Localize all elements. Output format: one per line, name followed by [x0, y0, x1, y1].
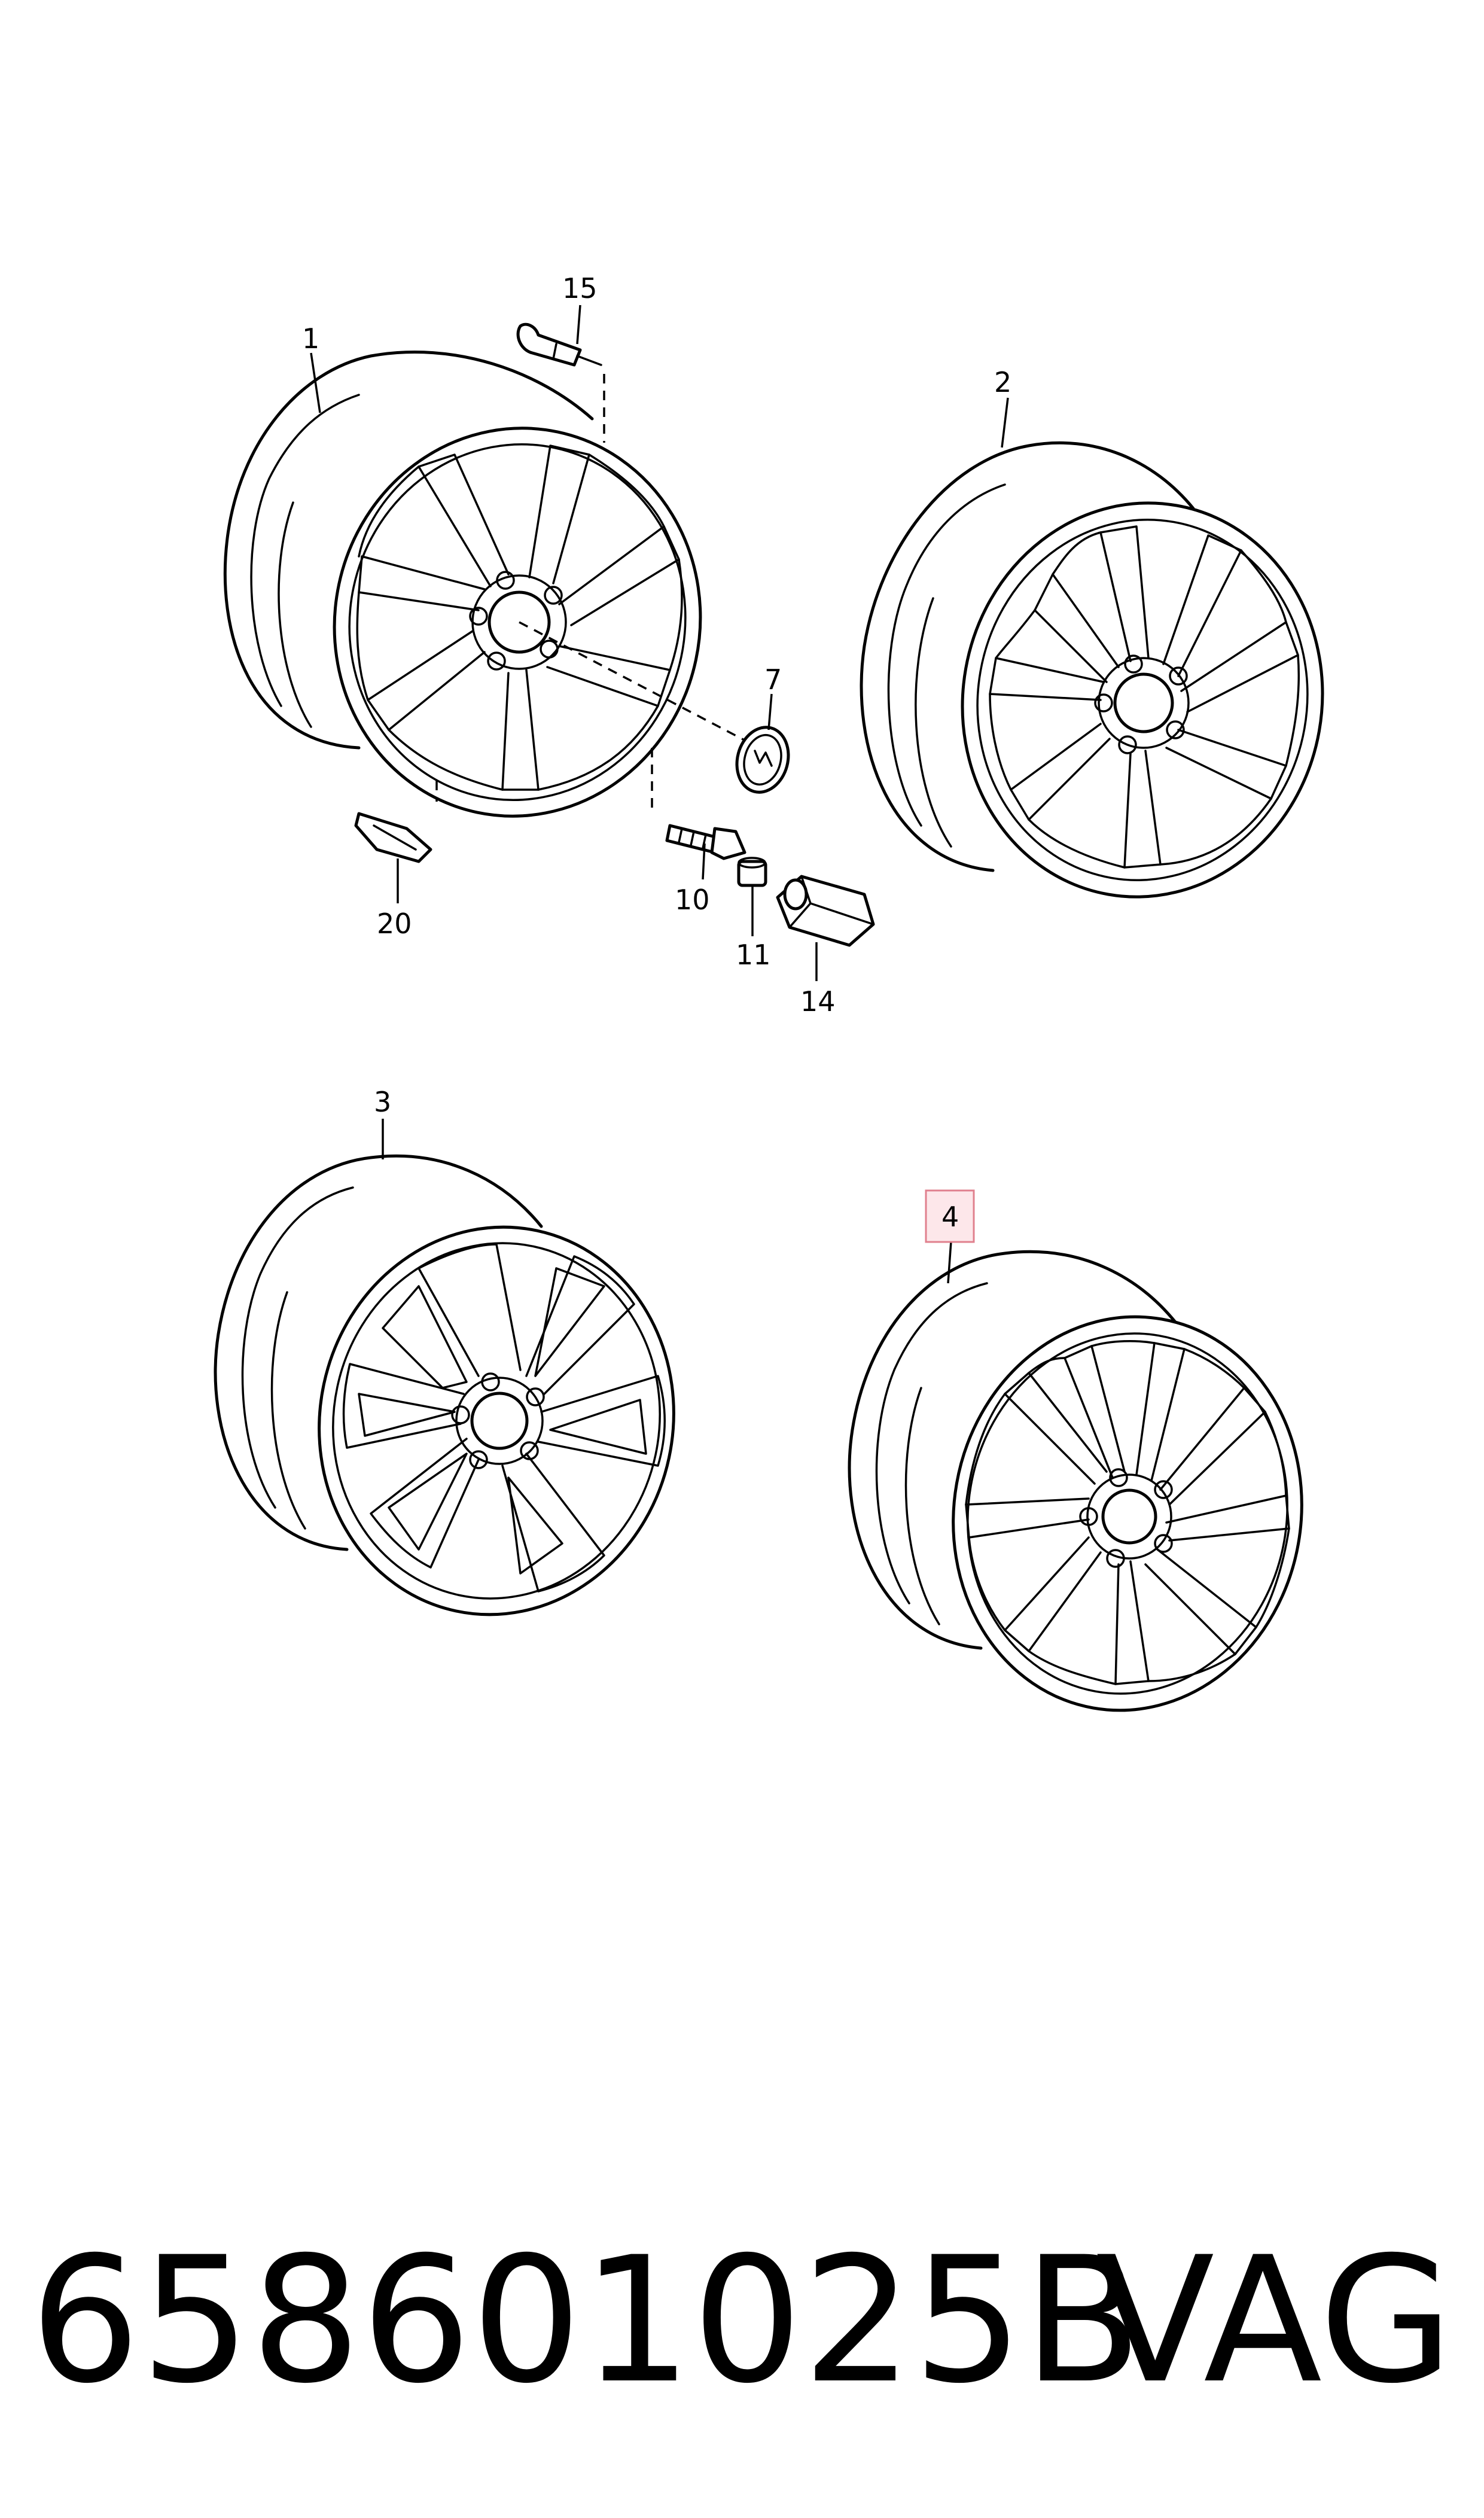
wheel-2[interactable] — [860, 441, 1354, 925]
balance-weight-20[interactable] — [354, 812, 432, 863]
callout-3[interactable]: 3 — [374, 1086, 391, 1118]
callout-4[interactable]: 4 — [941, 1201, 959, 1233]
callout-2[interactable]: 2 — [994, 366, 1011, 398]
wheel-bolt-10[interactable] — [665, 824, 746, 860]
callout-20[interactable]: 20 — [377, 908, 412, 940]
wheel-3[interactable] — [214, 1154, 709, 1648]
callouts: 1 15 2 7 20 10 11 14 3 4 — [302, 272, 1011, 1233]
wheel-1[interactable] — [223, 351, 748, 851]
callout-11[interactable]: 11 — [736, 939, 771, 971]
brand-label: VAG — [1096, 2220, 1453, 2422]
wheel-4[interactable] — [848, 1250, 1333, 1738]
nut-11[interactable] — [737, 857, 767, 887]
callout-7[interactable]: 7 — [764, 663, 782, 696]
emblem-7[interactable] — [730, 721, 796, 798]
footer: 658601025B VAG — [30, 2213, 1465, 2429]
callout-10[interactable]: 10 — [675, 884, 710, 916]
leader-lines — [310, 305, 1009, 1284]
callout-1[interactable]: 1 — [302, 322, 319, 355]
callout-15[interactable]: 15 — [562, 272, 598, 305]
callout-4-highlight — [925, 1189, 975, 1243]
callout-14[interactable]: 14 — [800, 985, 836, 1018]
valve-stem-15[interactable] — [516, 322, 602, 367]
part-number: 658601025B — [30, 2220, 1142, 2422]
tpms-sensor-14[interactable] — [776, 875, 875, 947]
